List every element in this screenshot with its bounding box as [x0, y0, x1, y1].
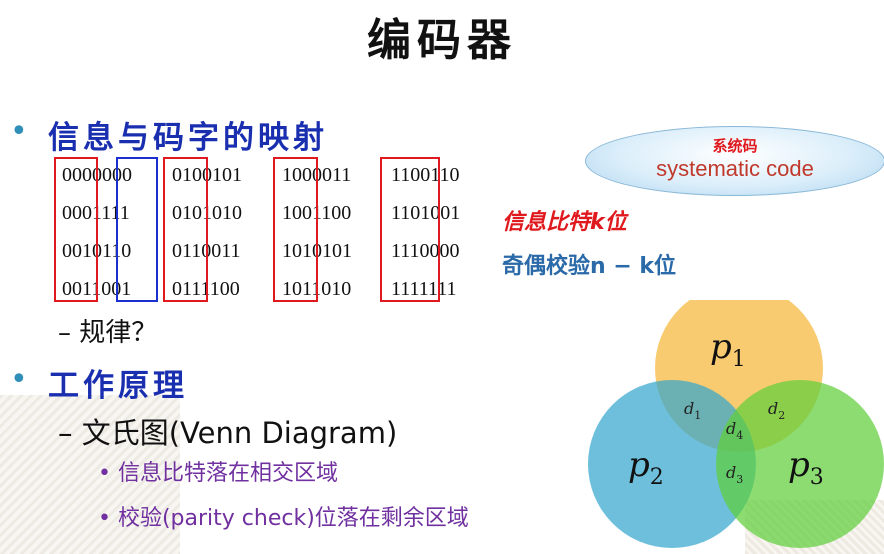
page-title: 编码器	[367, 15, 517, 66]
info-bits-label: 信息比特k位	[502, 210, 627, 235]
label-d3: d3	[726, 463, 743, 486]
venn-diagram-line: – 文氏图(Venn Diagram)	[58, 416, 398, 450]
bullet-icon: •	[10, 362, 28, 397]
label-d2: d2	[768, 399, 785, 422]
systematic-code-cn: 系统码	[712, 137, 758, 155]
label-p3: p3	[788, 445, 824, 490]
systematic-code-en: systematic code	[656, 156, 814, 181]
section-heading-mapping: 信息与码字的映射	[48, 120, 328, 156]
info-bits-highlight	[380, 157, 440, 302]
venn-diagram: p1 p2 p3 d1 d2 d4 d3	[588, 300, 884, 548]
circle-p2	[588, 380, 756, 548]
point-parity-bits: • 校验(parity check)位落在剩余区域	[98, 506, 469, 531]
label-d4: d4	[726, 419, 743, 442]
code-word: 0111100	[172, 278, 240, 300]
label-p1: p1	[710, 327, 746, 372]
info-bits-highlight	[163, 157, 208, 302]
label-d1: d1	[684, 399, 701, 422]
info-bits-highlight	[273, 157, 318, 302]
section-heading-principle: 工作原理	[48, 368, 188, 404]
label-p2: p2	[628, 445, 664, 490]
parity-bits-highlight	[116, 157, 158, 302]
code-column: 1100110 1101001 1110000 1111111	[391, 160, 460, 312]
code-table: 0000000 0001111 0010110 0011001 0100101 …	[54, 157, 478, 305]
circle-p3	[716, 380, 884, 548]
systematic-code-callout: 系统码 systematic code	[585, 126, 884, 196]
code-word: 1111111	[391, 278, 457, 300]
parity-bits-label: 奇偶校验n − k位	[502, 254, 677, 279]
code-word: 1100110	[391, 164, 460, 186]
code-word: 1110000	[391, 240, 460, 262]
pattern-question: – 规律？	[58, 318, 158, 348]
point-info-bits: • 信息比特落在相交区域	[98, 461, 338, 486]
background-decoration	[0, 395, 180, 554]
info-bits-highlight	[54, 157, 98, 302]
code-word: 1101001	[391, 202, 461, 224]
bullet-icon: •	[10, 114, 28, 149]
code-word: 0001111	[62, 202, 130, 224]
